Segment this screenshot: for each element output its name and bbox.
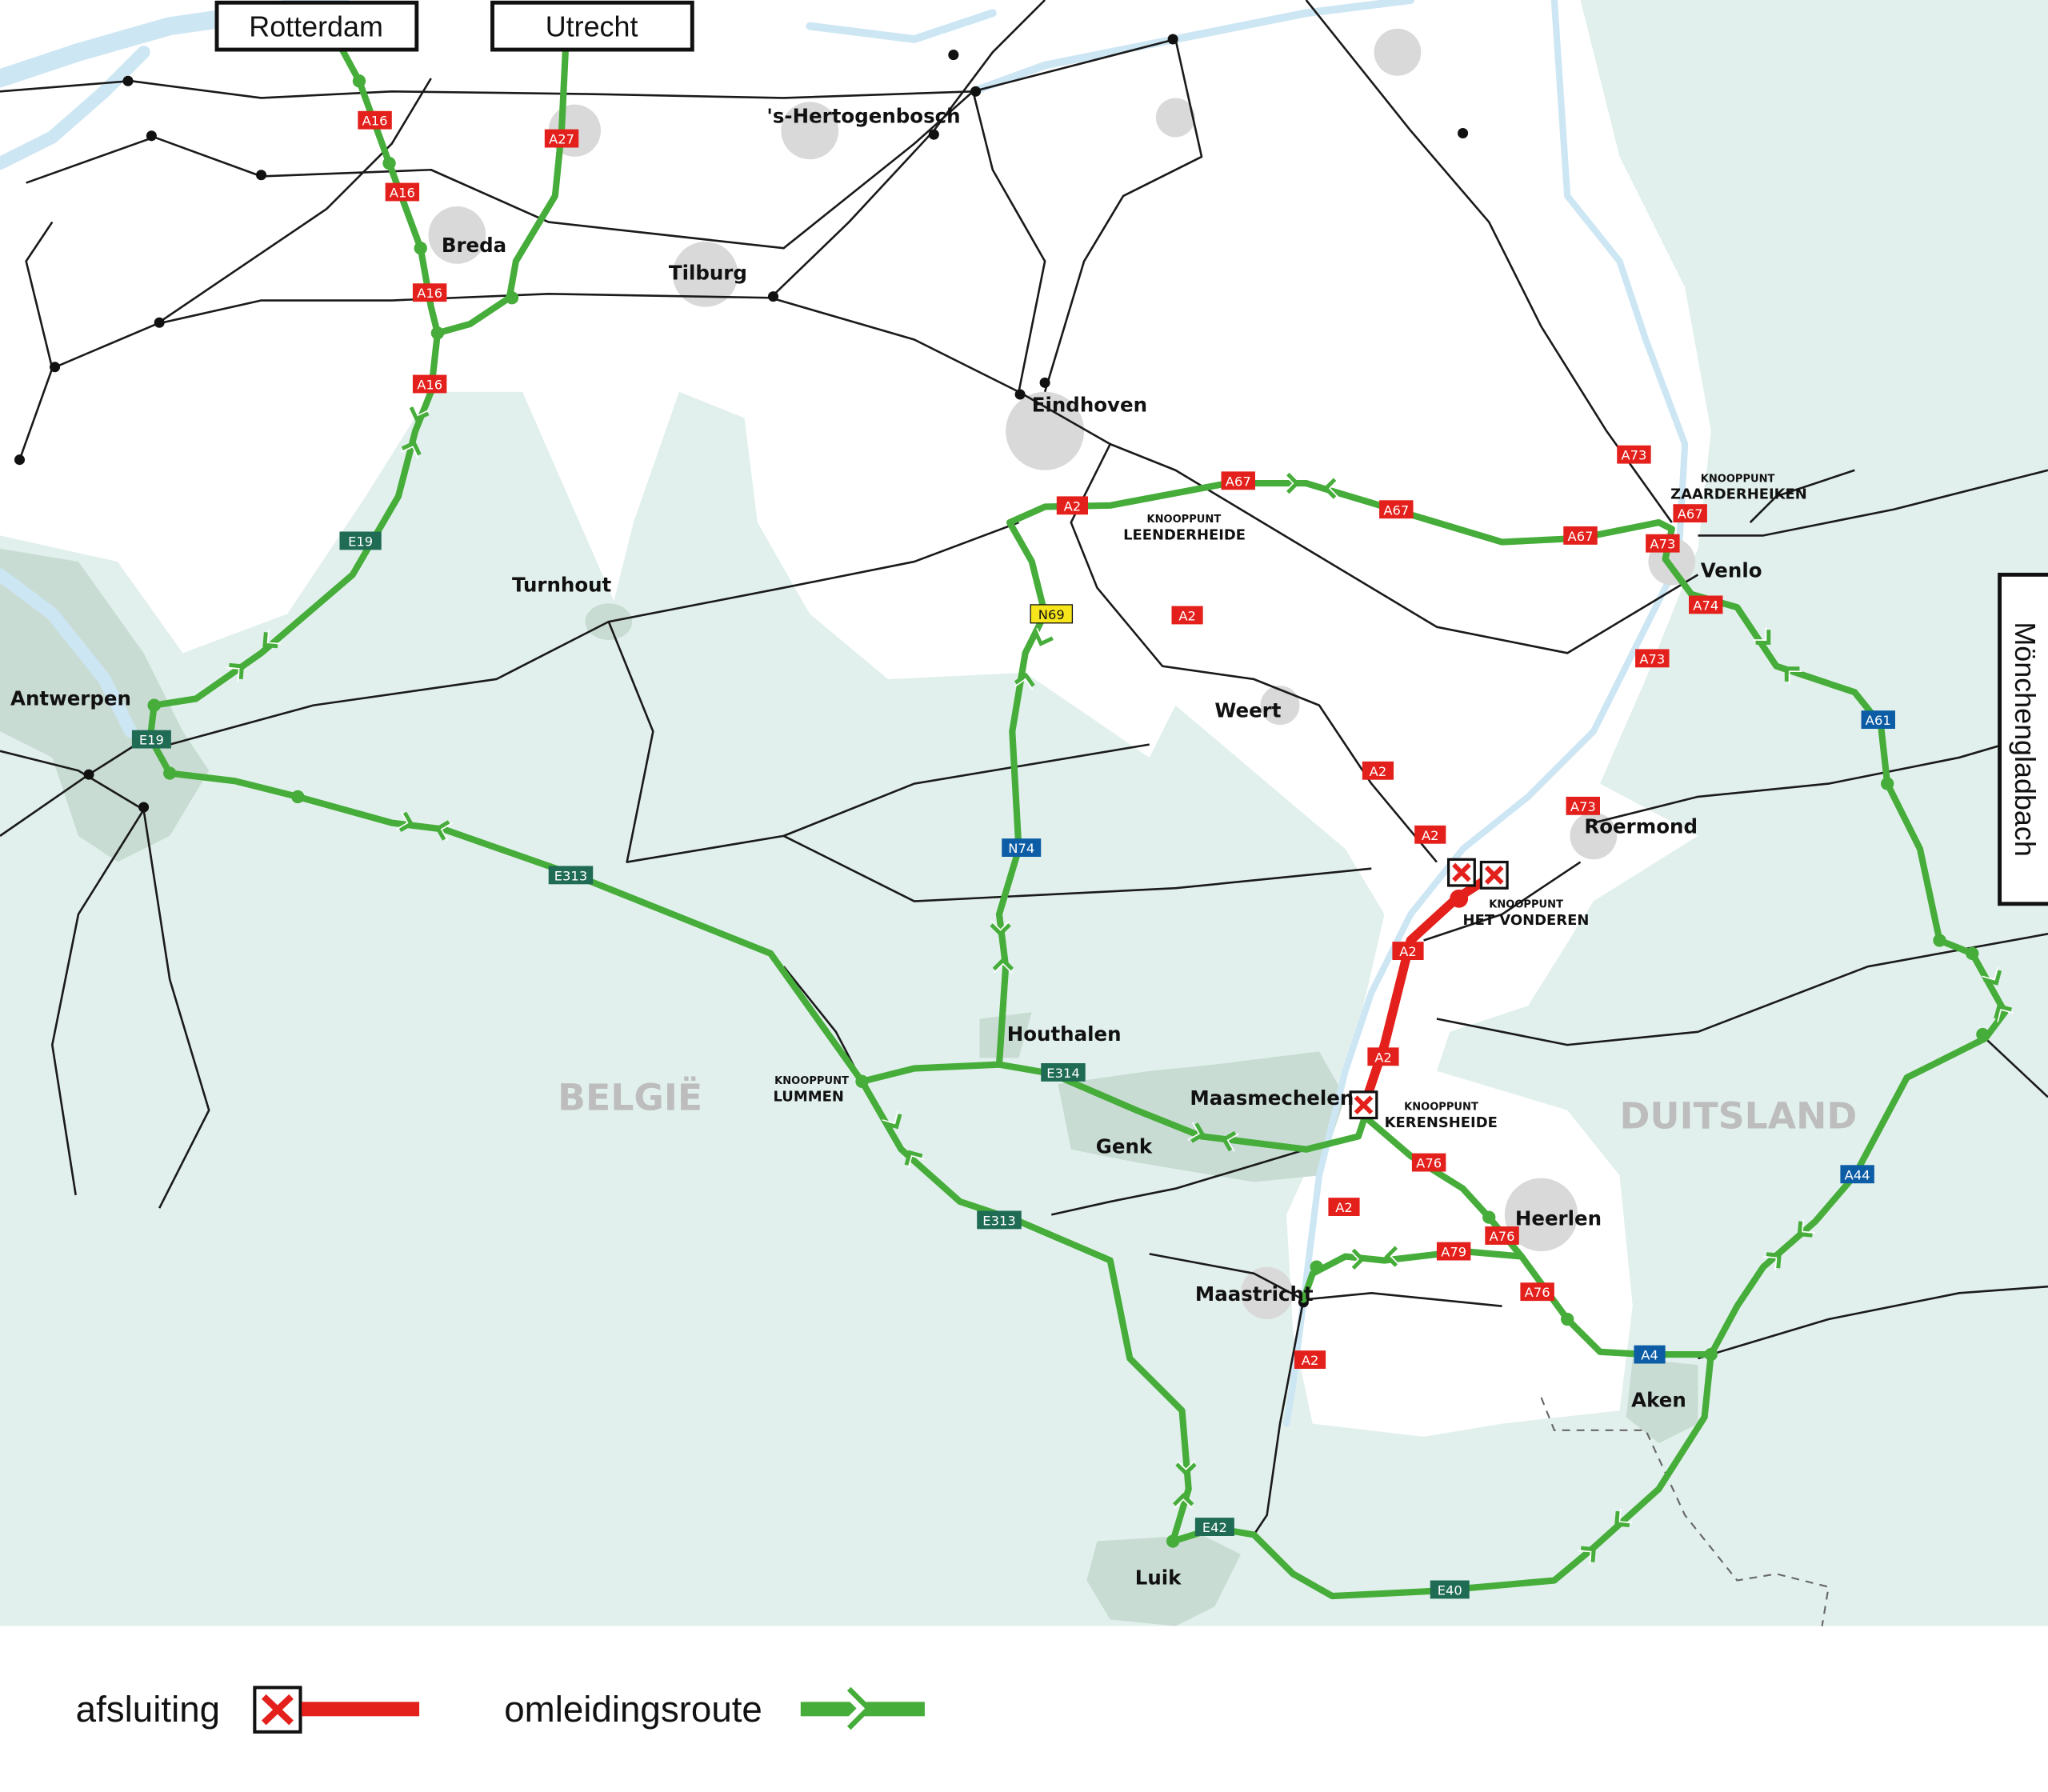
shield-a73: A73 — [1621, 448, 1646, 463]
interchange-lummen: LUMMEN — [774, 1088, 844, 1105]
shield-a67: A67 — [1383, 502, 1409, 518]
shield-a73: A73 — [1570, 799, 1596, 814]
country-label-germany: DUITSLAND — [1619, 1095, 1857, 1138]
shield-a2: A2 — [1178, 609, 1196, 624]
destination-monchengladbach: Mönchengladbach — [2009, 622, 2042, 856]
city-label-luik: Luik — [1135, 1566, 1182, 1589]
city-label-eindhoven: Eindhoven — [1032, 393, 1147, 416]
shield-a16: A16 — [417, 286, 442, 301]
shield-e42: E42 — [1202, 1520, 1227, 1535]
svg-text:KNOOPPUNT: KNOOPPUNT — [1701, 473, 1775, 485]
legend-detour-label: omleidingsroute — [504, 1689, 762, 1730]
netherlands-area — [0, 0, 1711, 1437]
shield-a79: A79 — [1441, 1245, 1466, 1260]
closure-marker — [1481, 862, 1507, 889]
shield-a16: A16 — [390, 186, 415, 201]
shield-e313: E313 — [554, 868, 587, 883]
city-label-breda: Breda — [442, 234, 506, 257]
city-label-shertogenbosch: 's-Hertogenbosch — [766, 104, 960, 127]
svg-text:KNOOPPUNT: KNOOPPUNT — [774, 1075, 849, 1087]
interchange-leenderheide: LEENDERHEIDE — [1123, 526, 1246, 543]
shield-e19: E19 — [348, 534, 373, 549]
shield-e314: E314 — [1046, 1066, 1079, 1081]
shield-a2: A2 — [1422, 828, 1439, 843]
urban-areas — [428, 28, 1696, 1319]
detour-route-a79 — [1300, 1248, 1526, 1303]
shield-a67: A67 — [1226, 474, 1251, 489]
shield-a2: A2 — [1335, 1200, 1353, 1215]
shield-a73: A73 — [1639, 651, 1665, 666]
shield-a73: A73 — [1650, 537, 1675, 552]
svg-text:KNOOPPUNT: KNOOPPUNT — [1404, 1102, 1478, 1114]
city-label-venlo: Venlo — [1701, 559, 1762, 582]
shield-a61: A61 — [1866, 713, 1891, 728]
shield-a16: A16 — [417, 378, 442, 393]
interchange-het-vonderen: HET VONDEREN — [1463, 912, 1590, 929]
shield-a4: A4 — [1641, 1348, 1658, 1363]
destination-utrecht: Utrecht — [546, 10, 638, 43]
shield-a76: A76 — [1525, 1285, 1550, 1300]
shield-a76: A76 — [1416, 1156, 1442, 1171]
closure-marker — [1350, 1092, 1377, 1118]
destination-rotterdam: Rotterdam — [249, 10, 383, 43]
shield-a2: A2 — [1374, 1050, 1392, 1065]
shield-a2: A2 — [1064, 498, 1082, 514]
legend-background — [0, 1626, 2048, 1792]
liege-area — [1086, 1534, 1242, 1626]
shield-e313: E313 — [982, 1213, 1015, 1228]
country-label-belgium: BELGIË — [558, 1076, 702, 1119]
city-label-tilburg: Tilburg — [669, 261, 747, 284]
genk-area — [1058, 1051, 1346, 1182]
shield-a2: A2 — [1302, 1353, 1319, 1368]
destination-boxes: Rotterdam Utrecht Mönchengladbach — [214, 0, 2048, 906]
svg-text:KNOOPPUNT: KNOOPPUNT — [1489, 899, 1563, 911]
legend-closure-label: afsluiting — [76, 1689, 220, 1730]
svg-text:KNOOPPUNT: KNOOPPUNT — [1146, 514, 1221, 526]
city-label-genk: Genk — [1096, 1135, 1153, 1158]
shield-n69: N69 — [1038, 607, 1065, 622]
road-shields: A16 A16 A16 A16 A27 E19 E19 E313 E313 E3… — [131, 110, 1895, 1599]
city-label-heerlen: Heerlen — [1515, 1206, 1602, 1230]
city-label-maasmechelen: Maasmechelen — [1190, 1086, 1354, 1110]
place-labels: 's-Hertogenbosch Breda Tilburg Eindhoven… — [10, 104, 1857, 1589]
shield-a2: A2 — [1370, 764, 1387, 779]
shield-a74: A74 — [1693, 598, 1718, 613]
shield-a67: A67 — [1678, 506, 1703, 522]
detour-route-east — [995, 480, 2009, 1600]
shield-a76: A76 — [1490, 1229, 1515, 1244]
aachen-area — [1626, 1358, 1698, 1444]
shield-e19: E19 — [139, 733, 164, 748]
interchange-kerensheide: KERENSHEIDE — [1385, 1114, 1498, 1131]
city-label-maastricht: Maastricht — [1195, 1282, 1314, 1306]
border-line — [1540, 1397, 1830, 1626]
shield-a67: A67 — [1568, 529, 1594, 544]
city-label-aken: Aken — [1631, 1388, 1686, 1411]
city-label-houthalen: Houthalen — [1007, 1022, 1122, 1046]
junction-dots — [14, 34, 1469, 1308]
detour-route-e314 — [858, 1061, 1369, 1153]
shield-a27: A27 — [549, 132, 574, 147]
city-label-roermond: Roermond — [1584, 815, 1698, 838]
shield-e40: E40 — [1438, 1582, 1462, 1598]
shield-n74: N74 — [1008, 841, 1034, 856]
city-label-antwerpen: Antwerpen — [10, 687, 131, 710]
shield-a44: A44 — [1845, 1167, 1870, 1182]
shield-a16: A16 — [362, 114, 388, 129]
closure-marker — [1449, 859, 1475, 886]
shield-a2: A2 — [1399, 944, 1417, 959]
city-label-weert: Weert — [1214, 698, 1281, 722]
interchange-zaarderheiken: ZAARDERHEIKEN — [1670, 486, 1807, 503]
antwerp-area — [0, 548, 210, 862]
city-label-turnhout: Turnhout — [512, 574, 612, 597]
legend: afsluiting omleidingsroute — [76, 1686, 925, 1734]
